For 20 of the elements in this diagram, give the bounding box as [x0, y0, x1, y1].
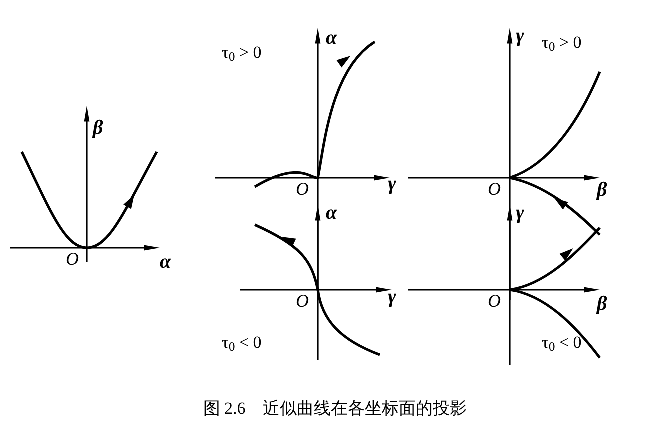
- parameter-note: τ$_{0}$ > 0: [222, 44, 262, 61]
- origin-label: O: [296, 180, 309, 198]
- axis-label: γ: [388, 174, 396, 194]
- axis-label: γ: [516, 203, 524, 223]
- origin-label: O: [488, 180, 501, 198]
- origin-label: O: [66, 250, 79, 268]
- parameter-note: τ$_{0}$ < 0: [542, 334, 582, 351]
- axis-label: β: [93, 118, 104, 138]
- axis-label: γ: [388, 287, 396, 307]
- axis-label: α: [326, 28, 338, 48]
- axis-label: β: [597, 180, 608, 200]
- parameter-note: τ$_{0}$ < 0: [222, 334, 262, 351]
- axis-label: α: [160, 252, 172, 272]
- parameter-note: τ$_{0}$ > 0: [542, 34, 582, 51]
- origin-label: O: [488, 292, 501, 310]
- caption: 图 2.6 近似曲线在各坐标面的投影: [202, 398, 468, 420]
- axis-label: β: [597, 294, 608, 314]
- axis-label: α: [326, 203, 338, 223]
- axis-label: γ: [516, 26, 524, 46]
- origin-label: O: [296, 292, 309, 310]
